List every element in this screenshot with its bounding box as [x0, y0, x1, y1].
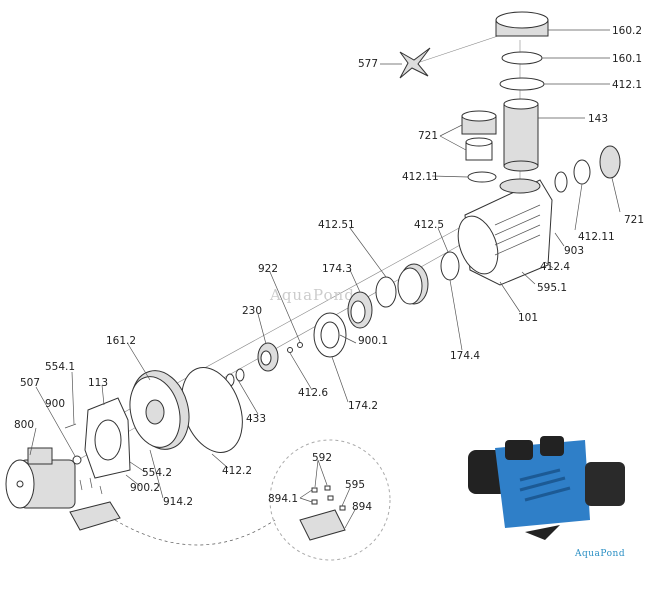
label-412-6: 412.6: [298, 387, 328, 399]
label-900-1: 900.1: [358, 335, 388, 347]
part-101-pump-housing: [457, 178, 553, 286]
label-161-2: 161.2: [106, 335, 136, 347]
label-113: 113: [88, 377, 108, 389]
detail-foot-assembly: [299, 485, 346, 541]
part-412-5-oring: [440, 251, 460, 281]
label-900: 900: [45, 398, 65, 410]
label-554-2: 554.2: [142, 467, 172, 479]
detail-leader: [114, 519, 276, 546]
label-577: 577: [358, 58, 378, 70]
label-174-3: 174.3: [322, 263, 352, 275]
label-914-2: 914.2: [163, 496, 193, 508]
label-800: 800: [14, 419, 34, 431]
part-577-key: [399, 47, 431, 79]
part-412-11-oring: [467, 171, 497, 183]
part-800-motor: [5, 447, 76, 509]
label-721-a: 721: [418, 130, 438, 142]
part-174-3-wear-ring: [347, 291, 373, 329]
label-595: 595: [345, 479, 365, 491]
label-894: 894: [352, 501, 372, 513]
part-412-6-oring: [287, 347, 293, 353]
detail-circle: [269, 439, 391, 561]
label-412-11-a: 412.11: [402, 171, 439, 183]
part-900-bolt: [64, 423, 77, 429]
part-161-2-cover: [129, 370, 190, 450]
part-433-seal: [225, 368, 245, 387]
part-721-right-union: [554, 145, 621, 193]
label-230: 230: [242, 305, 262, 317]
label-554-1: 554.1: [45, 361, 75, 373]
label-101: 101: [518, 312, 538, 324]
part-160-1-lid: [501, 51, 543, 65]
part-922-nut: [297, 342, 303, 348]
pump-product-photo: [468, 436, 625, 540]
part-174-4-diffuser: [397, 263, 429, 305]
part-894-foot: [69, 477, 121, 531]
brand-logo: AquaPond: [574, 549, 625, 559]
label-174-2: 174.2: [348, 400, 378, 412]
label-412-5: 412.5: [414, 219, 444, 231]
label-143: 143: [588, 113, 608, 125]
label-721-b: 721: [624, 214, 644, 226]
part-113-bracket: [84, 397, 131, 479]
part-230-impeller: [257, 342, 279, 372]
label-507: 507: [20, 377, 40, 389]
label-592: 592: [312, 452, 332, 464]
label-922: 922: [258, 263, 278, 275]
part-174-2-flange: [313, 312, 347, 358]
label-160-2: 160.2: [612, 25, 642, 37]
part-721-union: [461, 110, 497, 161]
label-412-4: 412.4: [540, 261, 570, 273]
watermark: AquaPond: [269, 286, 355, 304]
label-174-4: 174.4: [450, 350, 480, 362]
label-894-1: 894.1: [268, 493, 298, 505]
label-900-2: 900.2: [130, 482, 160, 494]
part-labels: 160.2 160.1 412.1 577 143 721 412.11 412…: [14, 25, 644, 513]
label-412-11-b: 412.11: [578, 231, 615, 243]
label-412-1: 412.1: [612, 79, 642, 91]
label-412-51: 412.51: [318, 219, 355, 231]
part-143-basket: [503, 98, 539, 172]
label-160-1: 160.1: [612, 53, 642, 65]
part-160-2-cap: [495, 11, 549, 37]
label-903: 903: [564, 245, 584, 257]
label-412-2: 412.2: [222, 465, 252, 477]
part-412-51-oring: [375, 276, 397, 308]
leader-lines: [29, 29, 621, 529]
label-433: 433: [246, 413, 266, 425]
part-507-ring: [72, 455, 82, 465]
part-412-1-oring: [499, 77, 545, 91]
label-595-1: 595.1: [537, 282, 567, 294]
